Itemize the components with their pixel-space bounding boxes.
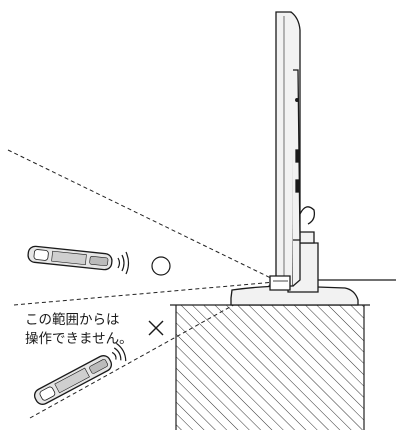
upper-boundary-line [7,149,276,281]
invalid-area-caption: この範囲からは 操作できません。 [25,311,133,349]
caption-line-1: この範囲からは [25,312,120,328]
remote-ng [33,355,113,405]
remote-control-icon [33,355,113,405]
remote-ok [27,245,113,271]
caption-line-2: 操作できません。 [25,331,133,347]
remote-control-icon [27,245,113,271]
ok-mark-icon [151,256,171,276]
horizontal-boundary-line [13,281,276,306]
tv-side-view-icon [230,11,396,306]
ir-signal-waves-icon [117,251,130,275]
tv-stand-cabinet [170,304,370,430]
ir-signal-waves-icon [111,342,127,362]
ng-mark-icon [148,320,164,336]
